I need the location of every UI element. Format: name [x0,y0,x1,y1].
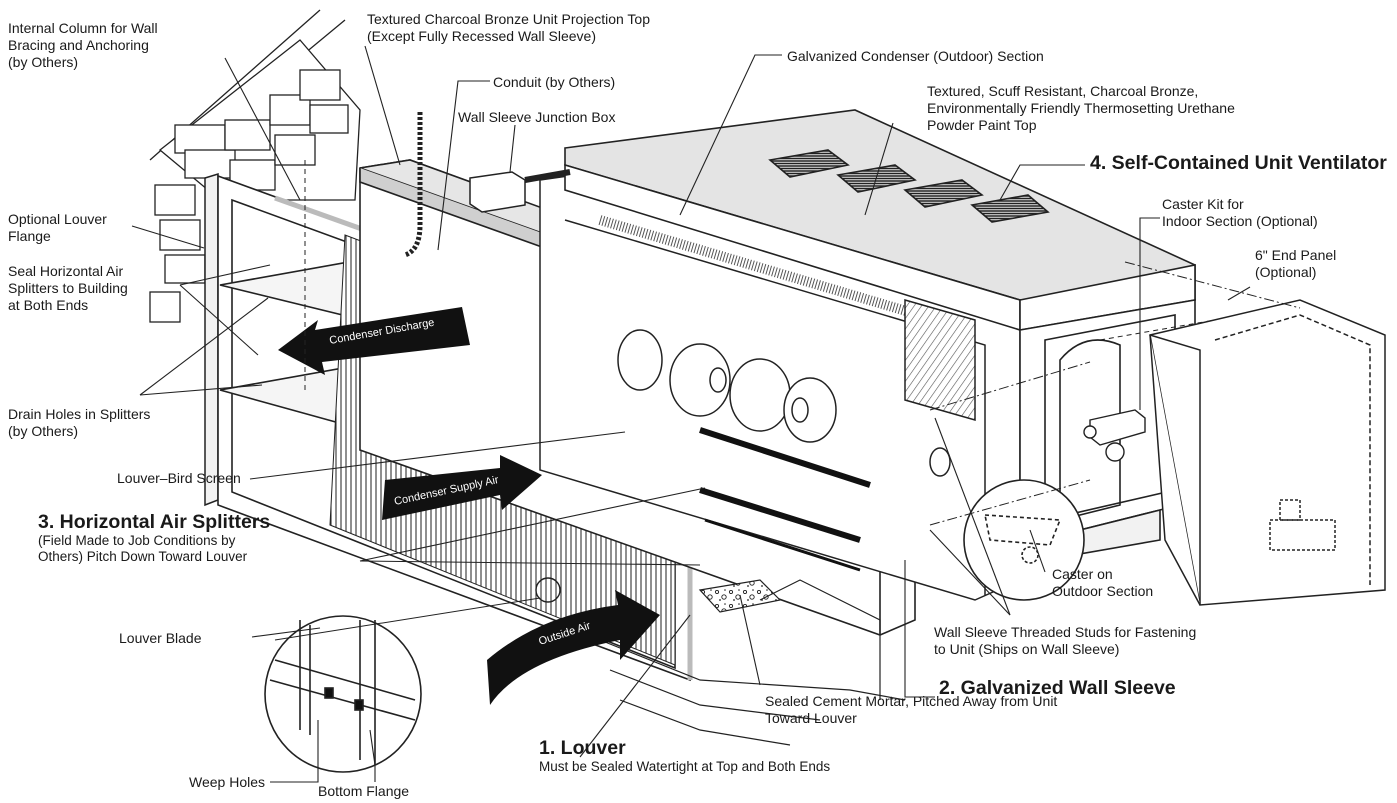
junction-box [469,169,571,213]
end-panel [1149,299,1386,606]
heading-air-splitters: 3. Horizontal Air Splitters [38,511,271,533]
label-caster-outdoor: Caster on Outdoor Section [1052,566,1154,599]
label-junction-box: Wall Sleeve Junction Box [458,109,616,125]
label-drain-holes: Drain Holes in Splitters (by Others) [8,406,151,439]
caster-detail-circle [963,479,1085,601]
label-paint-top: Textured, Scuff Resistant, Charcoal Bron… [927,83,1235,133]
louver-flange [204,172,219,507]
louver-detail-circle [264,615,422,773]
note-air-splitters: (Field Made to Job Conditions by Others)… [38,533,248,564]
label-bird-screen: Louver–Bird Screen [117,470,241,486]
label-weep-holes: Weep Holes [189,774,266,790]
label-optional-louver-flange: Optional Louver Flange [8,211,107,244]
caster-kit [1083,409,1146,462]
label-seal-splitters: Seal Horizontal Air Splitters to Buildin… [8,263,128,313]
building-wall [149,9,361,323]
arrow-outside-air: Outside Air [487,590,660,705]
label-condenser-section: Galvanized Condenser (Outdoor) Section [787,48,1044,64]
conduit [404,112,423,258]
label-internal-column: Internal Column for Wall Bracing and Anc… [8,20,158,70]
note-louver: Must be Sealed Watertight at Top and Bot… [539,759,831,774]
heading-louver: 1. Louver [539,737,626,759]
label-threaded-studs: Wall Sleeve Threaded Studs for Fastening… [934,624,1197,657]
leader-lines [131,45,1251,783]
label-end-panel: 6" End Panel (Optional) [1255,247,1337,280]
label-bottom-flange: Bottom Flange [318,783,410,799]
label-conduit: Conduit (by Others) [493,74,616,90]
label-caster-kit: Caster Kit for Indoor Section (Optional) [1162,196,1318,229]
bottom-bricks [599,579,906,746]
label-sealed-mortar: Sealed Cement Mortar, Pitched Away from … [765,693,1058,726]
heading-wall-sleeve: 2. Galvanized Wall Sleeve [939,677,1176,699]
label-louver-blade: Louver Blade [119,630,202,646]
label-projection-top: Textured Charcoal Bronze Unit Projection… [367,11,651,44]
heading-unit-ventilator: 4. Self-Contained Unit Ventilator [1090,152,1387,174]
